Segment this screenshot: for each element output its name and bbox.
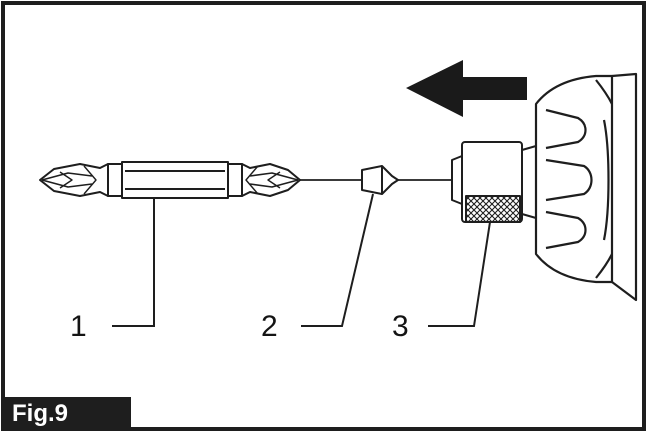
- tool-body: [534, 72, 638, 302]
- leader-line-2: [301, 193, 374, 327]
- callout-3: 3: [392, 310, 409, 343]
- bit-adapter: [361, 165, 399, 195]
- double-ended-bit: [39, 161, 301, 199]
- callout-1: 1: [70, 310, 87, 343]
- chuck-sleeve: [451, 141, 537, 223]
- arrow-left-icon: [406, 60, 527, 117]
- callout-2: 2: [261, 310, 278, 343]
- leader-line-3: [428, 221, 491, 327]
- figure-label: Fig.9: [12, 400, 69, 427]
- figure-label-box: Fig.9: [3, 397, 131, 430]
- leader-line-1: [112, 198, 155, 327]
